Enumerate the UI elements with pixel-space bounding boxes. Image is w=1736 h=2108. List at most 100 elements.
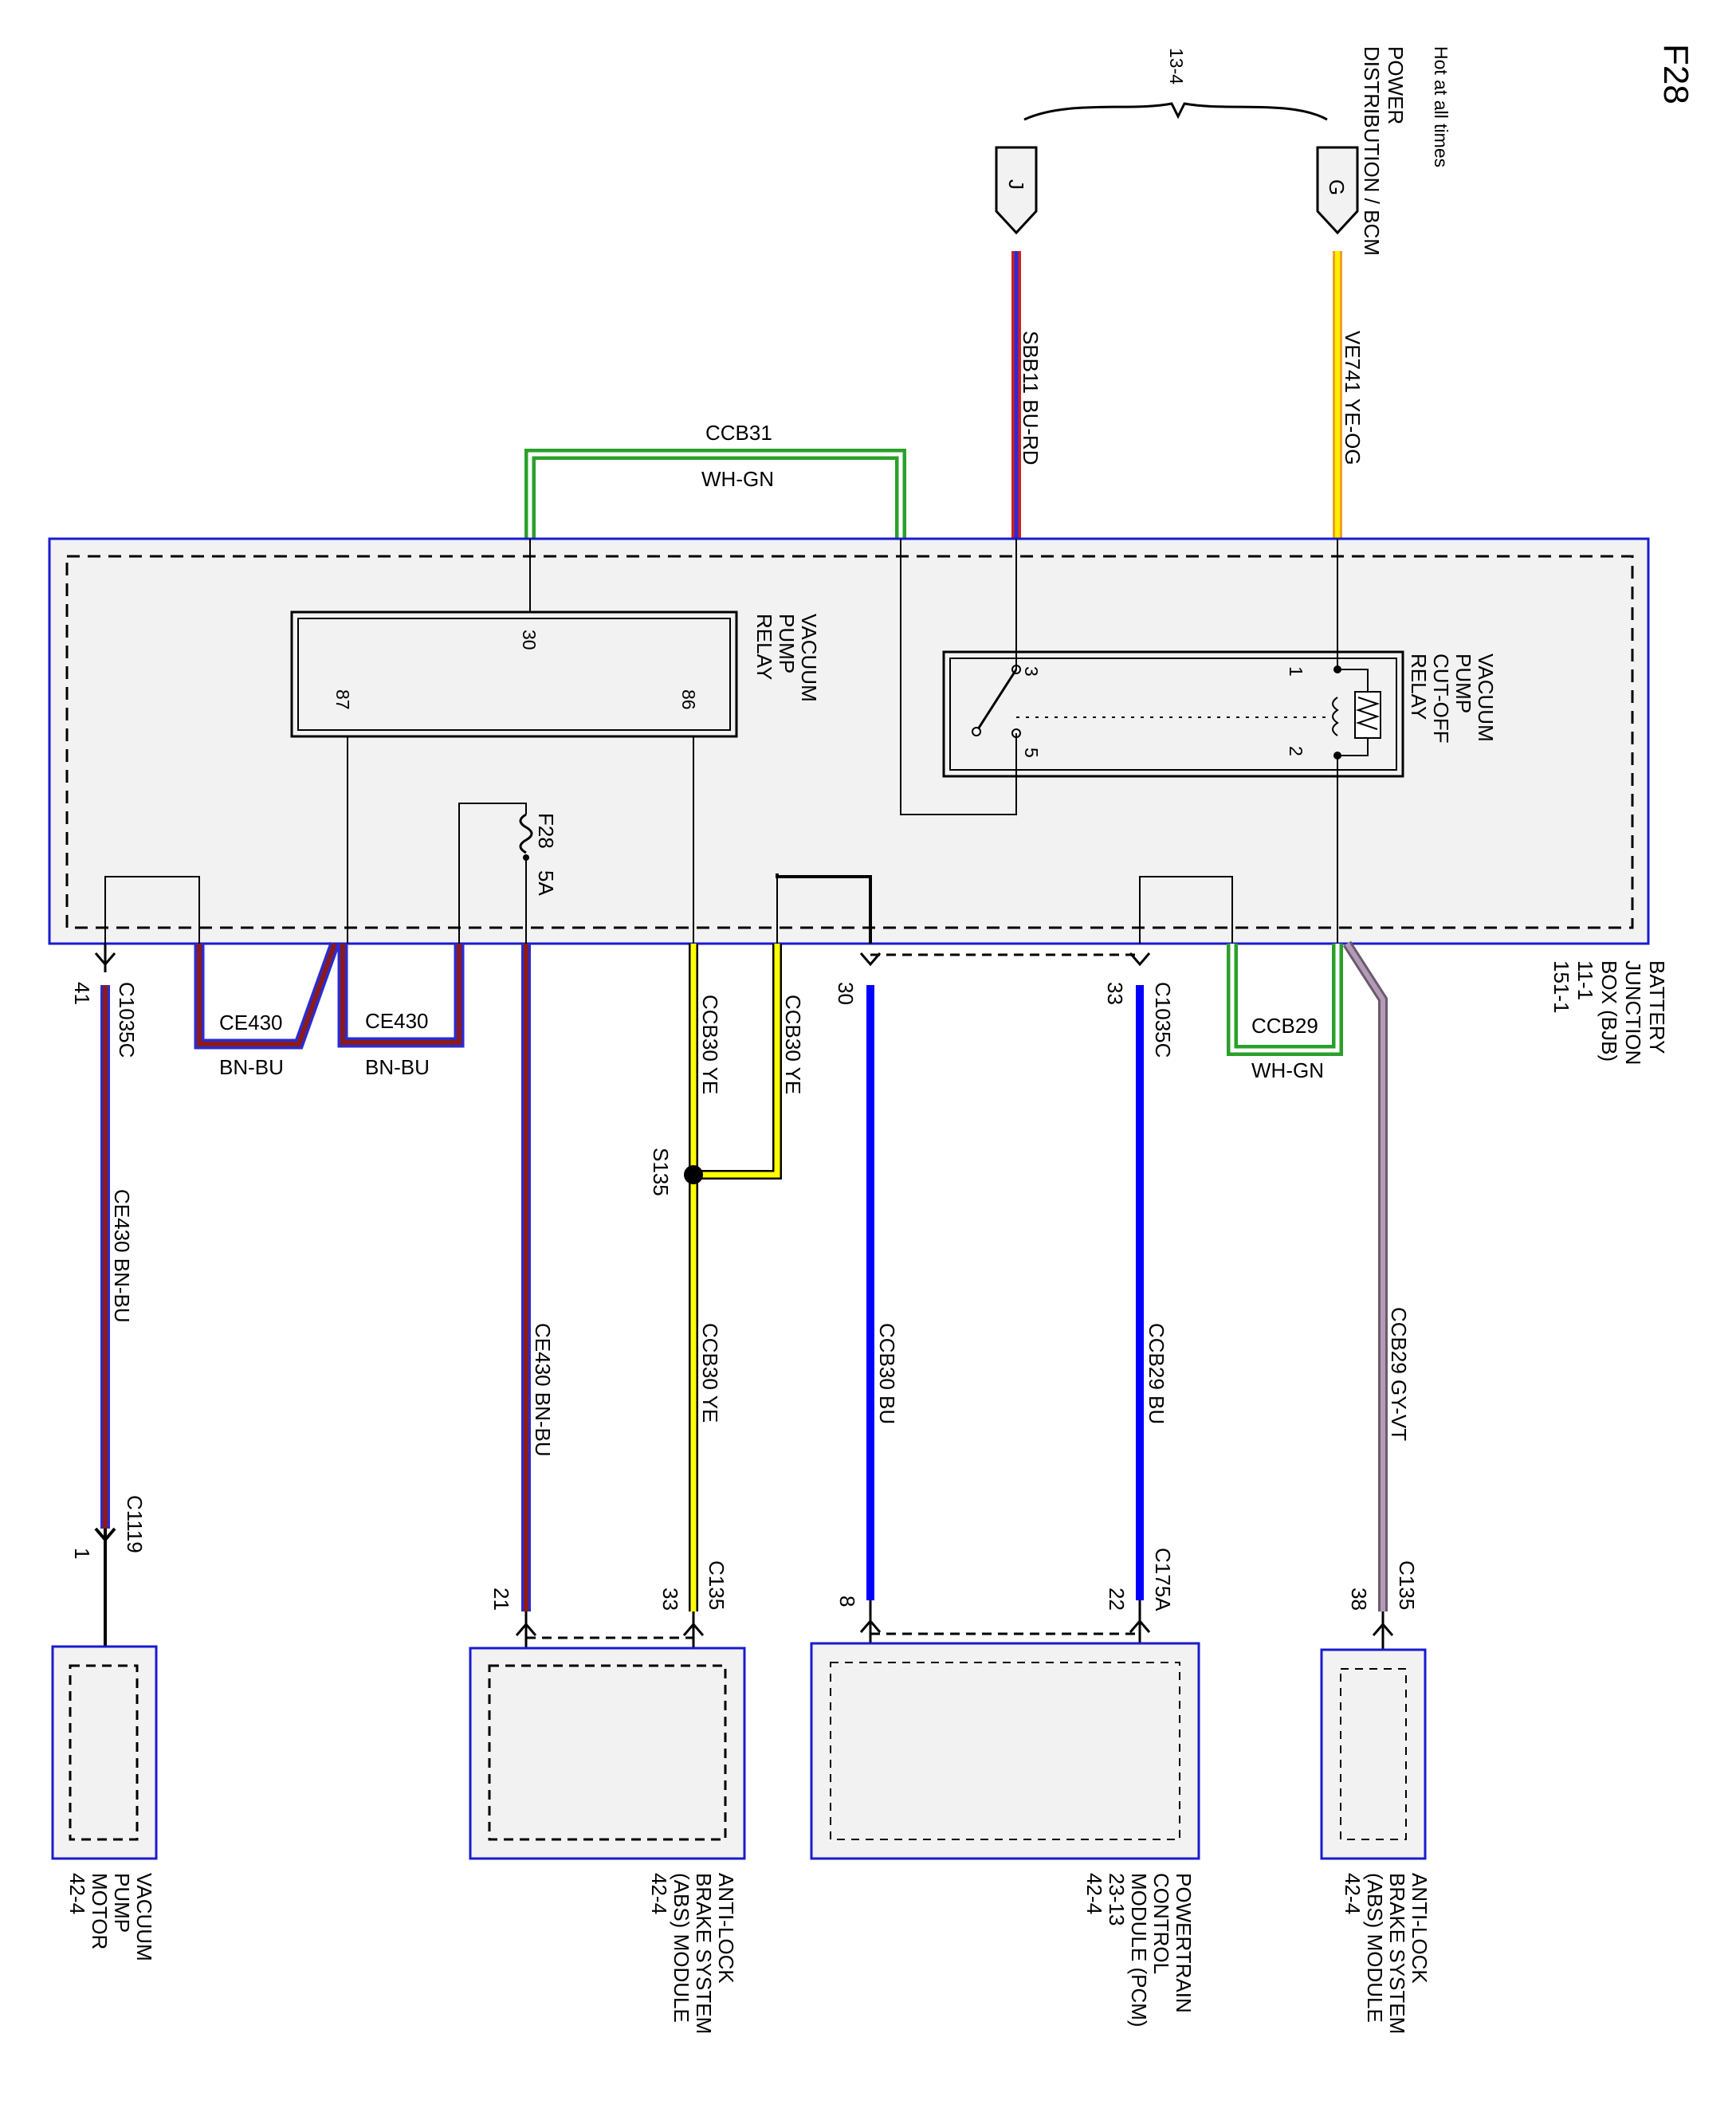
- fuse-title: F28: [1656, 44, 1695, 104]
- connector-j-label: J: [1004, 179, 1028, 190]
- module-vacuum-pump-motor: [51, 1645, 158, 1860]
- s135-label: S135: [649, 1148, 673, 1196]
- abs1-label-1: ANTI-LOCK: [714, 1873, 738, 1984]
- bjb-label-2: JUNCTION: [1621, 960, 1645, 1065]
- power-note: Hot at all times: [1431, 46, 1451, 167]
- c1035c-mid-pin30: [859, 952, 882, 967]
- pump-pin-30: 30: [519, 630, 540, 650]
- bjb-label-1: BATTERY: [1645, 960, 1669, 1054]
- abs1-label-2: BRAKE SYSTEM: [692, 1873, 716, 2034]
- bjb-label-5: 151-1: [1549, 960, 1573, 1014]
- bjb-label-3: BOX (BJB): [1597, 960, 1621, 1062]
- pin8-label: 8: [835, 1596, 859, 1607]
- c1035c-mid-pin33: [1129, 952, 1151, 967]
- pin41-label: 41: [70, 982, 94, 1005]
- c1119-connector: [94, 1527, 116, 1647]
- pin30-label: 30: [834, 982, 858, 1005]
- cutoff-relay-label-2: PUMP: [1451, 654, 1475, 713]
- abs2-label-1: ANTI-LOCK: [1408, 1873, 1432, 1984]
- connector-j: [995, 146, 1038, 235]
- wire-ce430-b-label: CE430: [365, 1009, 429, 1033]
- wire-ce430-b-color: BN-BU: [365, 1055, 430, 1079]
- wire-ccb29-bu-label: CCB29 BU: [1145, 1323, 1168, 1424]
- page-ref: 13-4: [1166, 48, 1187, 84]
- wire-ve741-label: VE741 YE-OG: [1341, 331, 1365, 465]
- pcm-label-4: 23-13: [1105, 1873, 1129, 1926]
- abs1-label-3: (ABS) MODULE: [670, 1873, 693, 2023]
- pin33-abs-label: 33: [658, 1588, 682, 1611]
- abs1-label-4: 42-4: [647, 1873, 671, 1914]
- c1035c-left-label: C1035C: [115, 982, 139, 1058]
- relay-switch-icon: [975, 669, 1018, 732]
- cutoff-relay-label-3: CUT-OFF: [1429, 654, 1453, 744]
- abs2-label-4: 42-4: [1341, 1873, 1365, 1914]
- splice-s135: [684, 1165, 703, 1184]
- connector-brace: [1023, 102, 1328, 121]
- c1035c-left-pin41: [94, 944, 116, 972]
- cutoff-relay-label-4: RELAY: [1407, 654, 1431, 720]
- wire-ccb30-bu-label: CCB30 BU: [875, 1323, 899, 1424]
- pump-relay-label-1: VACUUM: [797, 614, 821, 702]
- power-source-line1: POWER: [1384, 46, 1408, 124]
- wire-ccb29-top-color: WH-GN: [1251, 1058, 1324, 1082]
- wire-ce430-a-label: CE430: [219, 1011, 283, 1034]
- pin21-label: 21: [489, 1588, 513, 1611]
- wire-ccb29-gyvt-label: CCB29 GY-VT: [1387, 1307, 1411, 1441]
- c175a-label: C175A: [1151, 1548, 1175, 1611]
- pcm-label-3: MODULE (PCM): [1127, 1873, 1151, 2028]
- wire-ccb30-ye-abs-label: CCB30 YE: [698, 1323, 722, 1423]
- pin1-label: 1: [70, 1548, 94, 1559]
- cutoff-pin-2: 2: [1286, 746, 1306, 756]
- wire-ccb29-gyvt: [1342, 940, 1388, 1611]
- motor-label-4: 42-4: [65, 1873, 89, 1914]
- fuse-icon: [519, 813, 533, 854]
- pump-relay-label-3: RELAY: [752, 614, 776, 680]
- pcm-label-5: 42-4: [1082, 1873, 1106, 1914]
- wire-ccb31-color: WH-GN: [701, 467, 774, 491]
- connector-g: [1316, 146, 1359, 235]
- c1119-label: C1119: [123, 1495, 147, 1553]
- wire-sbb11-label: SBB11 BU-RD: [1019, 331, 1043, 465]
- cutoff-pin-1: 1: [1286, 666, 1306, 677]
- connector-g-label: G: [1325, 179, 1349, 195]
- motor-label-2: PUMP: [110, 1873, 134, 1933]
- wire-ce430-a-color: BN-BU: [219, 1055, 284, 1079]
- fuse-label: F28: [534, 813, 558, 849]
- wire-ce430-motor-label: CE430 BN-BU: [110, 1189, 134, 1323]
- motor-label-1: VACUUM: [132, 1873, 156, 1961]
- pin22-label: 22: [1105, 1588, 1129, 1611]
- pump-relay-label-2: PUMP: [775, 614, 799, 673]
- wire-ce430-loop-b: [337, 944, 465, 1048]
- pump-pin-87: 87: [332, 689, 353, 710]
- cutoff-pin-5: 5: [1021, 748, 1042, 758]
- cutoff-pin-3: 3: [1021, 666, 1042, 677]
- pcm-label-2: CONTROL: [1149, 1873, 1173, 1974]
- wire-ccb29-top-label: CCB29: [1251, 1014, 1318, 1038]
- wire-ce430-abs-label: CE430 BN-BU: [531, 1323, 555, 1457]
- wire-ccb31-label: CCB31: [705, 421, 772, 445]
- wire-ccb30-ye-branch: [700, 944, 782, 1180]
- pump-pin-86: 86: [678, 689, 699, 710]
- c135-abs2-label: C135: [1395, 1560, 1419, 1610]
- power-source-line2: DISTRIBUTION / BCM: [1360, 46, 1384, 256]
- pump-relay-box: [290, 610, 738, 738]
- fuse-rating: 5A: [534, 870, 558, 896]
- pcm-label-1: POWERTRAIN: [1172, 1873, 1196, 2013]
- pin38-label: 38: [1347, 1588, 1371, 1611]
- c1035c-mid-label: C1035C: [1151, 982, 1175, 1058]
- bjb-box: [48, 537, 1650, 945]
- module-abs-2: [1320, 1648, 1427, 1860]
- relay-coil-icon: [1354, 691, 1381, 739]
- c135-abs-label: C135: [705, 1560, 729, 1610]
- module-pcm: [810, 1642, 1200, 1860]
- abs2-label-2: BRAKE SYSTEM: [1385, 1873, 1409, 2034]
- wire-ce430-loop-a: [194, 941, 340, 1050]
- wire-ccb30-ye-1-label: CCB30 YE: [698, 995, 722, 1094]
- abs2-label-3: (ABS) MODULE: [1363, 1873, 1387, 2023]
- wire-ccb30-ye-2-label: CCB30 YE: [781, 995, 805, 1094]
- module-abs-1: [469, 1647, 746, 1860]
- cutoff-relay-box: [942, 650, 1404, 778]
- pin33-label: 33: [1103, 982, 1127, 1005]
